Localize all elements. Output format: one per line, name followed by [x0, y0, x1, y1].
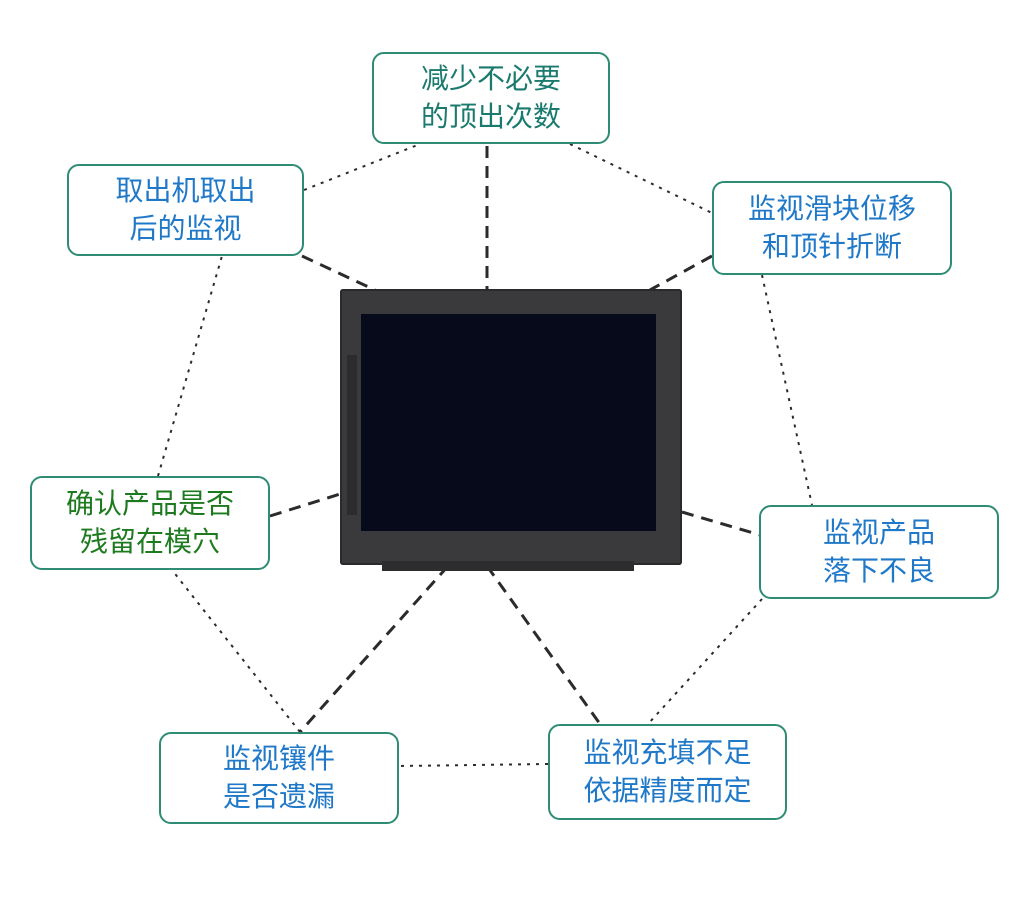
dashed-connector-bottom-left [298, 565, 450, 733]
box-insert-missing-monitor-text: 监视镶件 是否遗漏 [222, 742, 335, 813]
monitor-device [340, 289, 682, 571]
dotted-ring-segment [157, 255, 223, 477]
dotted-ring-segment [303, 143, 421, 191]
dotted-ring-segment [761, 274, 813, 506]
dashed-connector-right [681, 510, 761, 537]
dashed-connector-top-right [649, 254, 713, 292]
box-slider-pin-monitor-text: 监视滑块位移 和顶针折断 [747, 192, 916, 263]
box-robot-removal-monitor: 取出机取出 后的监视 [67, 164, 304, 256]
box-cavity-residue-check-text: 确认产品是否 残留在模穴 [65, 487, 234, 558]
dotted-ring-segment [647, 598, 763, 725]
dotted-ring-segment [171, 569, 301, 733]
dashed-connector-bottom-right [485, 565, 602, 725]
monitor-base [382, 561, 634, 571]
dashed-connector-top-left [301, 254, 376, 292]
box-product-drop-monitor: 监视产品 落下不良 [759, 505, 999, 599]
box-cavity-residue-check: 确认产品是否 残留在模穴 [30, 476, 270, 570]
box-reduce-ejection: 减少不必要 的顶出次数 [372, 52, 610, 144]
dotted-ring-segment [398, 763, 549, 767]
monitor-screen [361, 314, 656, 531]
dotted-ring-segment [569, 143, 713, 214]
dashed-connector-left [269, 492, 341, 518]
box-short-shot-monitor-text: 监视充填不足 依据精度而定 [583, 736, 752, 807]
box-short-shot-monitor: 监视充填不足 依据精度而定 [548, 724, 787, 820]
box-slider-pin-monitor: 监视滑块位移 和顶针折断 [712, 181, 952, 275]
box-reduce-ejection-text: 减少不必要 的顶出次数 [420, 62, 561, 133]
box-robot-removal-monitor-text: 取出机取出 后的监视 [115, 174, 256, 245]
box-product-drop-monitor-text: 监视产品 落下不良 [822, 516, 935, 587]
monitor-side-slot [347, 355, 357, 515]
box-insert-missing-monitor: 监视镶件 是否遗漏 [159, 732, 399, 824]
